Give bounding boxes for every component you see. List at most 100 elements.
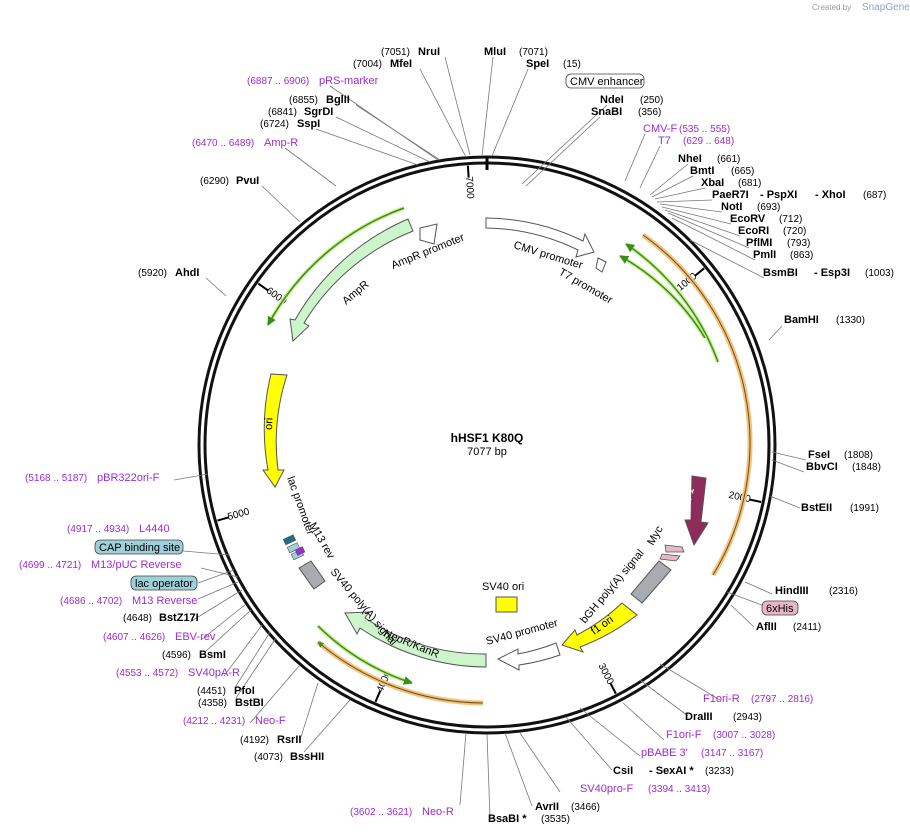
leader-line	[769, 495, 801, 509]
site-pos: (661)	[717, 154, 740, 165]
snapgene-watermark: Created by SnapGene	[812, 2, 910, 13]
site-sspi: SspI	[297, 118, 320, 130]
primer-sv40pro-f: SV40pro-F	[580, 783, 633, 795]
feature-hsf1	[684, 475, 709, 547]
site-spei: SpeI	[526, 58, 549, 70]
feature-ampr	[289, 218, 414, 343]
watermark-brand: SnapGene	[862, 2, 910, 13]
site-bstbi: BstBI	[235, 697, 264, 709]
site-pos: (4358)	[198, 698, 227, 709]
site-ahdi: AhdI	[175, 267, 199, 279]
site-bsmbi: BsmBI	[763, 267, 798, 279]
site-pos: (2943)	[733, 712, 762, 723]
site-mlui: MluI	[484, 46, 506, 58]
leader-line	[639, 145, 661, 189]
primer-pbr322ori-f: pBR322ori-F	[97, 472, 160, 484]
watermark-prefix: Created by	[812, 3, 851, 12]
leader-line	[205, 277, 227, 297]
site-ecori: EcoRI	[738, 225, 769, 237]
label-cap-binding-site: CAP binding site	[99, 542, 180, 554]
site-pos: (5920)	[138, 268, 167, 279]
site-pos: (3466)	[571, 802, 600, 813]
site-pos: (356)	[638, 107, 661, 118]
leader-line	[649, 163, 689, 196]
primer-cmv-f: CMV-F	[643, 123, 678, 135]
leader-line	[667, 212, 750, 249]
leader-line	[235, 631, 271, 687]
primer-range: (3147 .. 3167)	[701, 748, 763, 759]
primer-range: (3394 .. 3413)	[648, 784, 710, 795]
leader-line	[197, 569, 235, 584]
boxed-labels: CMV enhancer CAP binding site lac operat…	[94, 73, 799, 616]
orf-green-1-core	[625, 243, 719, 363]
primer-range: (535 .. 555)	[679, 124, 730, 135]
site-bglii: BglII	[326, 94, 350, 106]
leader-line	[299, 682, 319, 741]
orf-green-2-core	[619, 255, 706, 339]
leader-line	[664, 209, 741, 237]
site-pos: (1991)	[850, 503, 879, 514]
leader-line	[730, 604, 755, 628]
leader-line	[579, 707, 641, 757]
leader-line	[303, 699, 351, 753]
site-pos: (4596)	[162, 650, 191, 661]
primer-l4440: L4440	[139, 523, 170, 535]
text-ori: ori	[263, 417, 275, 430]
site-nrui: NruI	[418, 46, 440, 58]
site-bstz17i: BstZ17I	[159, 612, 199, 624]
plasmid-length: 7077 bp	[467, 446, 507, 458]
ruler-tick-label: 7000	[463, 176, 476, 199]
site-bbvci: BbvCI	[806, 461, 838, 473]
site-pos: (1808)	[844, 450, 873, 461]
ruler-tick-mark	[749, 498, 762, 503]
leader-line	[525, 116, 601, 187]
site-pos: (1330)	[836, 315, 865, 326]
orf-hsf1-core	[642, 234, 751, 576]
feature-t7-promoter	[595, 257, 607, 273]
ruler-tick-mark	[694, 267, 705, 277]
site-bsmi: BsmI	[199, 649, 226, 661]
orf-green-neo-core	[317, 625, 413, 685]
primer-range: (4686 .. 4702)	[60, 596, 122, 607]
primer-amp-r: Amp-R	[264, 137, 298, 149]
site-mfei: MfeI	[390, 58, 412, 70]
site-pos: (665)	[731, 166, 754, 177]
leader-line	[284, 147, 337, 187]
leader-line	[659, 663, 721, 701]
feature-sv40-promoter	[496, 642, 561, 671]
site-pos: (15)	[563, 59, 581, 70]
feature-lac-operator	[286, 542, 301, 554]
feature-ori	[262, 373, 288, 488]
site-bsshii: BssHII	[290, 751, 324, 763]
center-title: hHSF1 K80Q 7077 bp	[451, 431, 524, 458]
primers: (6887 .. 6906) pRS-marker (6470 .. 6489)…	[19, 75, 813, 818]
site-pos: (4451)	[197, 686, 226, 697]
feature-sv40-polya	[298, 560, 326, 590]
orf-neor-core	[317, 641, 484, 704]
site-pos: (693)	[757, 202, 780, 213]
primer-range: (4553 .. 4572)	[116, 668, 178, 679]
site-xbai: XbaI	[701, 177, 724, 189]
leader-line	[335, 116, 431, 163]
leader-line	[624, 133, 646, 182]
leader-line	[639, 679, 689, 717]
site-pos: (6290)	[200, 176, 229, 187]
leader-line	[656, 199, 713, 203]
leader-line	[491, 68, 529, 157]
site-sgrdi: SgrDI	[304, 106, 333, 118]
feature-cmv-promoter	[485, 217, 595, 258]
site-paer7i: PaeR7I	[712, 189, 749, 201]
site-noti: NotI	[721, 201, 742, 213]
site-pos: (6841)	[268, 107, 297, 118]
site-bsabi: BsaBI *	[488, 813, 527, 825]
site-pfoi: PfoI	[234, 685, 255, 697]
site-pspxi: - PspXI	[760, 189, 797, 201]
site-pos: (1003)	[865, 268, 894, 279]
orf-green-2	[619, 254, 707, 340]
leader-line	[771, 451, 807, 461]
primer-range: (5168 .. 5187)	[25, 473, 87, 484]
primer-prs-marker: pRS-marker	[319, 75, 379, 87]
site-hindiii: HindIII	[775, 585, 809, 597]
leader-line	[235, 637, 277, 699]
leader-line	[521, 104, 608, 185]
